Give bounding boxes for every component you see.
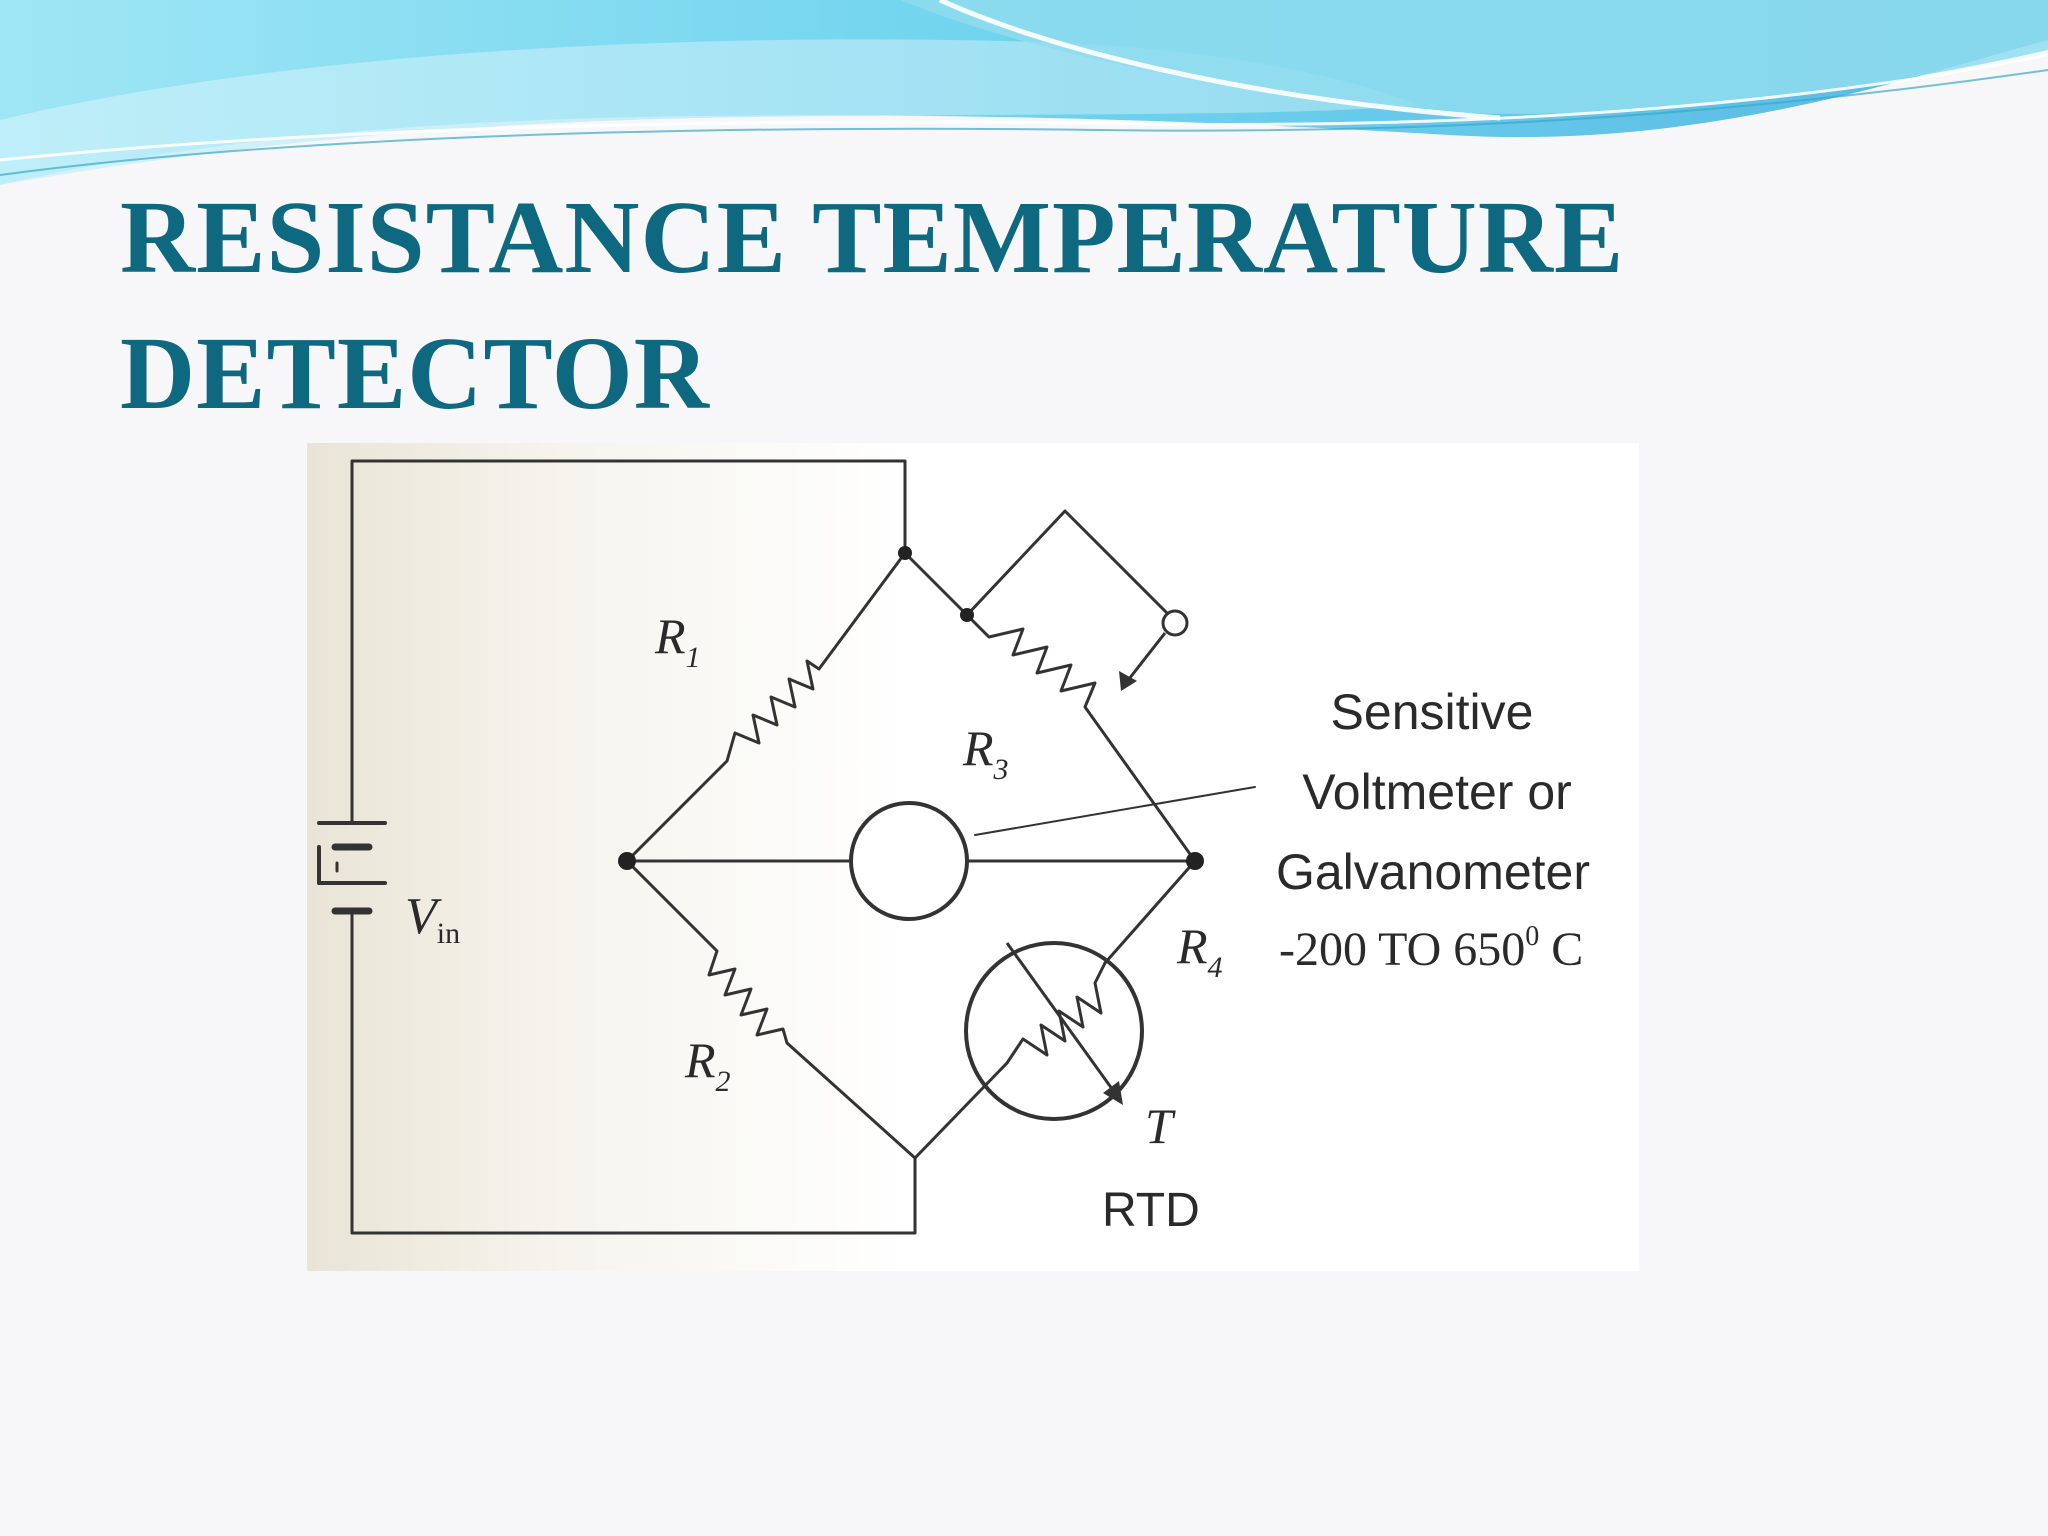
r3-adjust-arrow [1119, 632, 1167, 691]
r3-subscript: 3 [993, 753, 1009, 786]
temperature-degree-superscript: 0 [1525, 921, 1539, 952]
r4-subscript: 4 [1208, 951, 1223, 984]
wave-banner [0, 0, 2048, 185]
rtd-label: RTD [1102, 1184, 1200, 1237]
node-top [898, 546, 912, 560]
meter-label-line-3: Galvanometer [1276, 844, 1590, 900]
t-label: T [1145, 1098, 1176, 1154]
meter-label-line-1: Sensitive [1331, 684, 1534, 740]
supply-wire-top [350, 459, 907, 825]
r2-label: R2 [684, 1032, 731, 1098]
r2-subscript: 2 [716, 1065, 731, 1098]
r4-label: R4 [1176, 918, 1223, 984]
r2-resistor [625, 859, 917, 1160]
r3-resistor [903, 551, 1197, 863]
vin-label: Vin [405, 888, 460, 950]
meter-label-pointer [974, 786, 1256, 836]
r1-resistor [625, 551, 907, 863]
node-left [618, 852, 636, 870]
rtd-sensor-symbol [964, 941, 1144, 1121]
temperature-unit: C [1539, 923, 1583, 976]
slide-title-line-2: DETECTOR [120, 316, 710, 431]
r1-subscript: 1 [686, 641, 701, 674]
wheatstone-bridge-diagram: R1 R2 R3 R4 Vin Sensitive Voltmeter or G… [307, 443, 1639, 1271]
r1-label: R1 [654, 608, 701, 674]
supply-wire-bottom [350, 909, 917, 1235]
vin-subscript: in [437, 917, 460, 950]
slide-title-line-1: RESISTANCE TEMPERATURE [120, 180, 1625, 295]
bridge-circuit-figure: R1 R2 R3 R4 Vin Sensitive Voltmeter or G… [307, 443, 1639, 1271]
r4-branch-wire-low [913, 1061, 1009, 1160]
temperature-range-label: -200 TO 6500 C [1279, 921, 1583, 976]
node-right [1186, 852, 1204, 870]
r3-tap-terminal [1161, 609, 1189, 637]
diagram-background [307, 443, 1639, 1271]
meter-label-line-2: Voltmeter or [1302, 764, 1572, 820]
slide-title: RESISTANCE TEMPERATURE DETECTOR [120, 170, 1970, 442]
r4-branch-wire [1103, 859, 1197, 965]
galvanometer-symbol [849, 801, 969, 921]
r4-element [1005, 961, 1107, 1065]
node-r3-tap [960, 608, 974, 622]
r3-label: R3 [962, 720, 1009, 786]
battery-symbol [317, 821, 387, 915]
rtd-variable-arrow [1005, 942, 1123, 1105]
